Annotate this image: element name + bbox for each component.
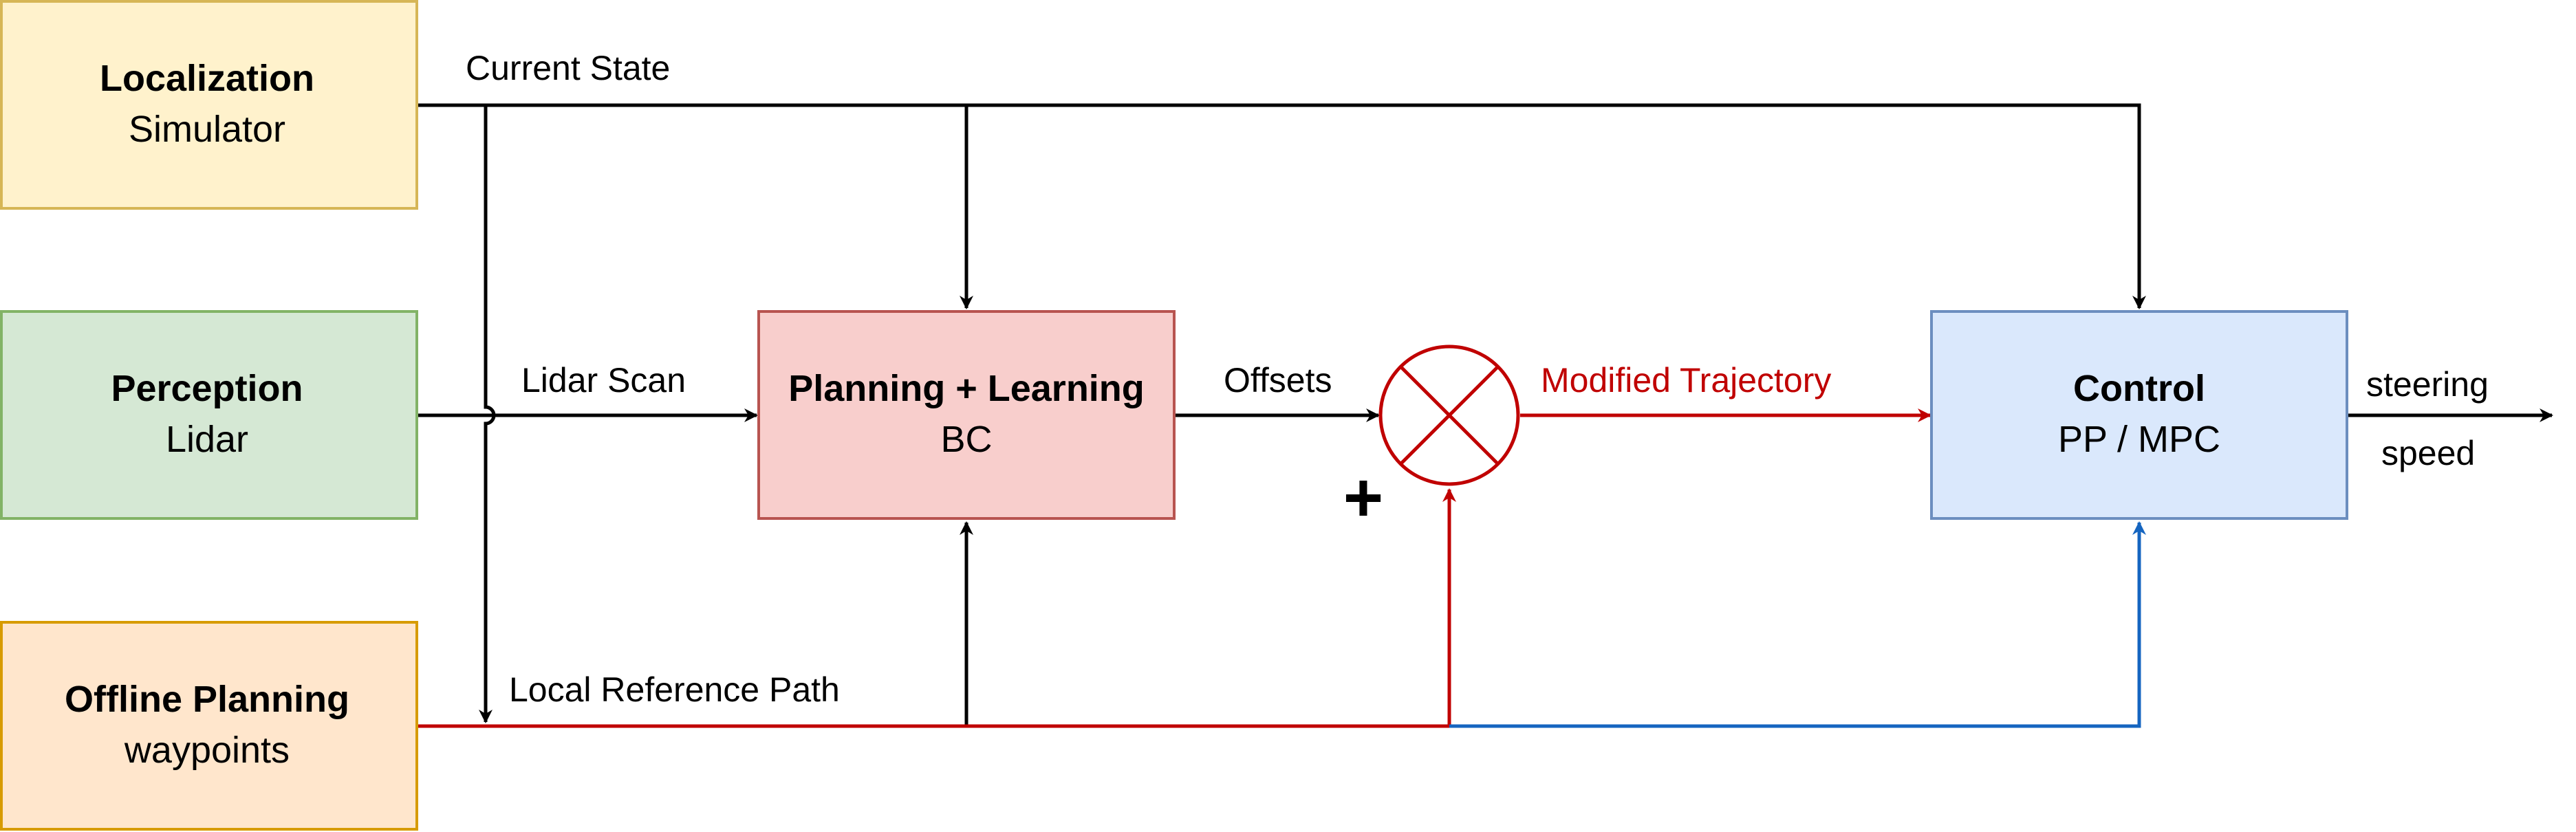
- current-state-line: [417, 103, 2146, 309]
- offline-planning-title: Offline Planning: [65, 679, 349, 720]
- offline-planning-box: [0, 621, 418, 831]
- summing-junction: +: [1343, 344, 1520, 536]
- offsets-label: Offsets: [1224, 361, 1332, 399]
- edge-labels: Current State Lidar Scan Offsets Modifie…: [466, 49, 2489, 709]
- modified-trajectory-label: Modified Trajectory: [1541, 361, 1831, 399]
- steering-label: steering: [2366, 365, 2489, 404]
- perception-block: Perception Lidar: [0, 310, 418, 520]
- control-subtitle: PP / MPC: [2058, 419, 2220, 460]
- localization-subtitle: Simulator: [129, 109, 285, 150]
- local-reference-path-label: Local Reference Path: [509, 670, 840, 709]
- current-state-label: Current State: [466, 49, 670, 87]
- localization-title: Localization: [100, 58, 314, 99]
- perception-title: Perception: [111, 368, 303, 409]
- offline-planning-subtitle: waypoints: [124, 730, 290, 771]
- speed-label: speed: [2381, 434, 2475, 472]
- localization-block: Localization Simulator: [0, 0, 418, 210]
- connectors: [417, 103, 2553, 728]
- planning-learning-block: Planning + Learning BC: [757, 310, 1176, 520]
- summing-junction-cross-b: [1399, 365, 1500, 466]
- control-block: Control PP / MPC: [1930, 310, 2348, 520]
- localization-box: [0, 0, 418, 210]
- perception-subtitle: Lidar: [166, 419, 248, 460]
- control-box: [1930, 310, 2348, 520]
- planning-learning-title: Planning + Learning: [788, 368, 1145, 409]
- perception-box: [0, 310, 418, 520]
- planning-learning-box: [757, 310, 1176, 520]
- offline-planning-block: Offline Planning waypoints: [0, 621, 418, 831]
- reference-path-blue-line: [1449, 521, 2146, 728]
- control-title: Control: [2073, 368, 2205, 409]
- planning-learning-subtitle: BC: [940, 419, 992, 460]
- lidar-scan-label: Lidar Scan: [521, 361, 686, 399]
- summing-junction-plus-sign: +: [1343, 459, 1383, 536]
